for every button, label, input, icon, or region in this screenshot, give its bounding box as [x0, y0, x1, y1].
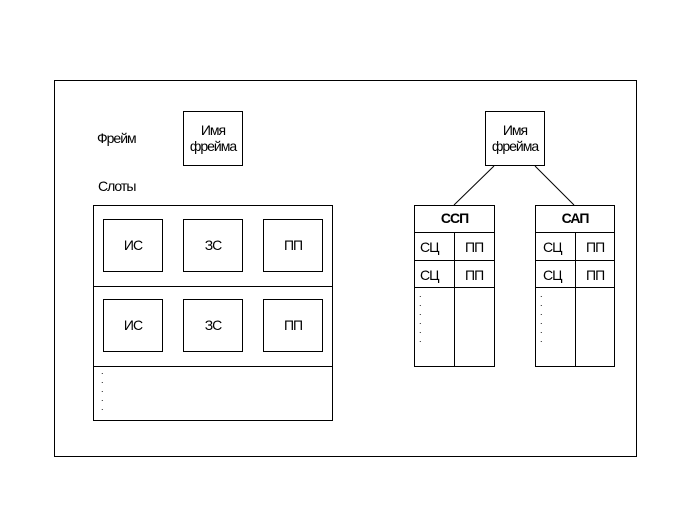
diagram-border [54, 80, 637, 457]
table-header: ССП [414, 205, 495, 232]
table-cell: СЦ [420, 239, 439, 255]
frame-name-box: Имя фрейма [183, 111, 243, 166]
table-cell: СЦ [543, 239, 562, 255]
slot-name-text: ИС [123, 236, 143, 253]
table-cell: ПП [586, 239, 605, 255]
frame-name-text: Имя фрейма [189, 122, 237, 154]
slot-name-cell: ИС [103, 299, 163, 352]
table-cell: ПП [465, 267, 484, 283]
slot-divider [93, 366, 333, 367]
slot-procedure-cell: ПП [263, 299, 323, 352]
slot-divider [93, 286, 333, 287]
slot-name-text: ИС [123, 316, 143, 333]
slot-value-cell: ЗС [183, 299, 243, 352]
table-cell: СЦ [543, 267, 562, 283]
table-column-divider [575, 232, 576, 367]
connector-line [453, 165, 495, 206]
slot-procedure-text: ПП [283, 316, 303, 333]
frame-name-box: Имя фрейма [485, 111, 545, 166]
table-title: ССП [440, 209, 469, 226]
continuation-dots: . . . . . [101, 366, 104, 412]
table-header: САП [535, 205, 615, 232]
table-cell: ПП [586, 267, 605, 283]
continuation-dots: . . . . . . [540, 289, 543, 344]
slot-value-text: ЗС [204, 316, 222, 333]
slot-procedure-cell: ПП [263, 219, 323, 272]
slots-label: Слоты [98, 178, 136, 194]
slot-name-cell: ИС [103, 219, 163, 272]
connector-line [534, 165, 575, 206]
continuation-dots: . . . . . . [419, 289, 422, 344]
frame-name-text: Имя фрейма [491, 122, 539, 154]
slot-procedure-text: ПП [283, 236, 303, 253]
slot-value-cell: ЗС [183, 219, 243, 272]
table-cell: СЦ [420, 267, 439, 283]
table-cell: ПП [465, 239, 484, 255]
frame-label: Фрейм [97, 130, 137, 146]
table-column-divider [454, 232, 455, 367]
slots-container [93, 205, 333, 421]
slot-value-text: ЗС [204, 236, 222, 253]
table-title: САП [561, 209, 590, 226]
